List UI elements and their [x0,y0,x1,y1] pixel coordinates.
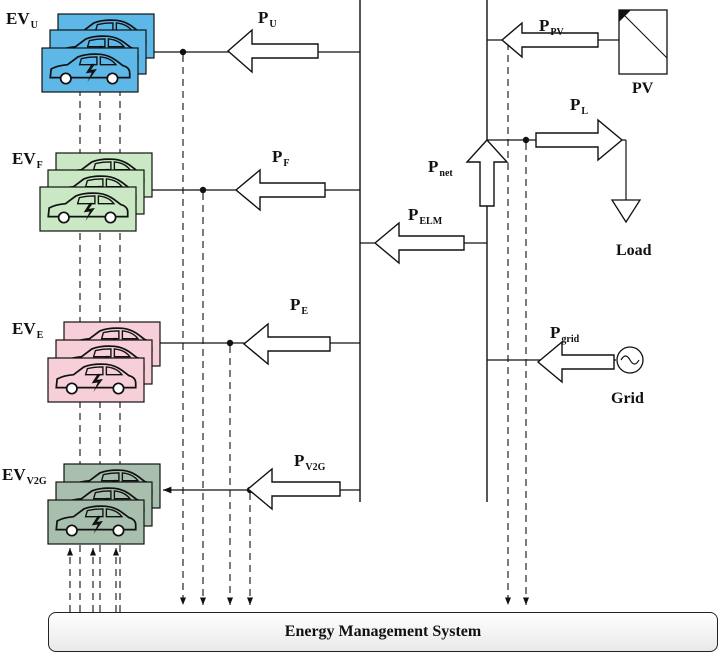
arrow-pv2g [246,467,341,511]
arrow-ppv [500,21,599,59]
pnet-label: Pnet [428,157,453,179]
grid-sine [620,355,640,365]
ppv-label: PPV [539,16,564,38]
pelm-label: PELM [408,205,443,227]
pv2g-label: PV2G [294,451,326,473]
energy-management-system-box: Energy Management System [48,612,718,652]
arrow-pu [226,28,319,74]
pgrid-label: Pgrid [550,323,580,345]
ev-fleet-f [39,152,153,232]
arrow-pf [234,168,326,212]
ev-v2g-label: EVV2G [2,465,47,487]
pv-panel-diagonal [618,9,668,59]
pu-label: PU [258,8,277,30]
arrow-pelm [373,221,465,265]
ev-e-label: EVE [12,319,44,341]
ems-label: Energy Management System [284,623,482,640]
ev-fleet-u [41,13,155,93]
ev-u-label: EVU [6,9,38,31]
arrow-pe [242,322,331,366]
grid-caption: Grid [611,390,644,407]
load-symbol [610,199,642,224]
ev-fleet-e [47,321,161,403]
arrow-pnet [465,138,509,207]
pv-panel-icon [618,9,668,75]
pl-label: PL [570,95,589,117]
ev-fleet-v2g [47,463,161,545]
arrow-pl [535,118,624,162]
power-arrows [226,21,624,511]
pv-caption: PV [632,80,654,97]
load-caption: Load [616,242,652,259]
junction-dots [179,36,530,494]
pv-panel-corner [619,10,631,22]
ems-measure-lines [179,43,530,605]
arrow-pgrid [536,340,615,384]
pf-label: PF [272,147,290,169]
ev-f-label: EVF [12,149,43,171]
pe-label: PE [290,295,309,317]
